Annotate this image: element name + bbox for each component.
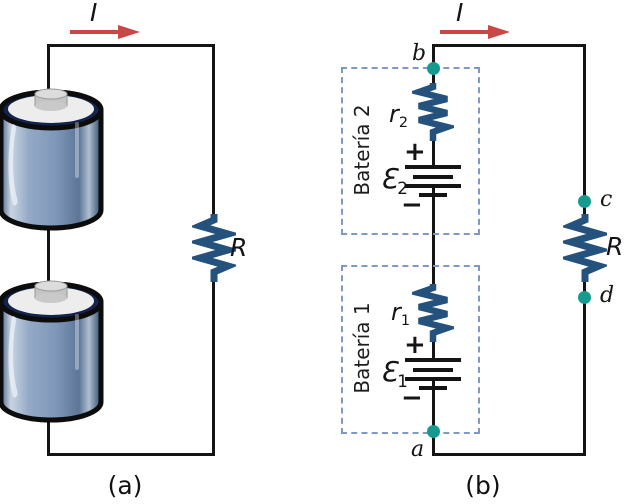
r1-label: r1 <box>391 298 411 330</box>
battery1-minus-sign: − <box>401 383 423 413</box>
wire-right-upper-b <box>583 44 586 222</box>
resistor-R-zigzag-b <box>563 214 607 282</box>
wire-right-lower-b <box>583 278 586 456</box>
wire-r2-to-cell2 <box>432 139 435 167</box>
battery2-box-label: Batería 2 <box>350 104 374 196</box>
battery1-plus-sign: + <box>404 330 426 360</box>
wire-battery-top-lead-a <box>47 44 50 92</box>
wire-top-b <box>432 44 586 47</box>
battery2-plate-long-2 <box>405 184 461 188</box>
battery1-plate-long-2 <box>405 377 461 381</box>
wire-bottom-b <box>432 453 586 456</box>
resistor-label-b: R <box>606 232 624 261</box>
wire-cell2-stub <box>432 184 435 197</box>
wire-cell2-to-r1 <box>432 193 435 288</box>
node-label-a: a <box>411 437 425 462</box>
battery1-plate-short-1 <box>413 368 453 372</box>
wire-battery-bottom-lead-a <box>47 414 50 456</box>
resistor-r2-zigzag <box>412 83 454 141</box>
wire-between-batteries-a <box>47 226 50 288</box>
wire-r1-to-cell1 <box>432 340 435 361</box>
battery2-plus-sign: + <box>404 137 426 167</box>
node-dot-b <box>427 62 440 75</box>
caption-a: (a) <box>107 471 143 500</box>
resistor-r1-zigzag <box>412 284 454 342</box>
battery1-plate-short-2 <box>419 386 447 390</box>
current-arrow-a <box>70 25 140 39</box>
node-label-d: d <box>600 283 615 308</box>
wire-cell1-to-a <box>432 386 435 456</box>
battery2-box <box>341 67 480 235</box>
wire-right-lower-a <box>212 278 215 456</box>
emf1-label: Ɛ1 <box>380 355 408 391</box>
wire-cell1-stub <box>432 377 435 390</box>
battery-cylinder-2 <box>0 280 104 423</box>
current-label-b: I <box>456 0 464 27</box>
resistor-label-a: R <box>230 233 248 262</box>
node-dot-c <box>578 195 591 208</box>
r2-label: r2 <box>389 100 409 132</box>
caption-b: (b) <box>465 471 501 500</box>
battery1-box-label: Batería 1 <box>350 302 374 394</box>
resistor-R-zigzag-a <box>192 214 236 282</box>
battery1-plate-long-1 <box>405 358 461 362</box>
node-dot-a <box>427 425 440 438</box>
emf2-label: Ɛ2 <box>380 162 408 198</box>
node-label-b: b <box>412 41 427 66</box>
battery2-plate-long-1 <box>405 165 461 169</box>
battery1-box <box>341 265 480 434</box>
wire-right-upper-a <box>212 44 215 220</box>
battery2-plate-short-2 <box>419 193 447 197</box>
battery2-minus-sign: − <box>401 190 423 220</box>
current-label-a: I <box>90 0 98 27</box>
current-arrow-b <box>440 25 510 39</box>
node-label-c: c <box>600 187 613 212</box>
battery-cylinder-1 <box>0 88 104 231</box>
battery2-plate-short-1 <box>413 175 453 179</box>
wire-top-a <box>47 44 215 47</box>
node-dot-d <box>578 291 591 304</box>
wire-bottom-a <box>47 453 215 456</box>
